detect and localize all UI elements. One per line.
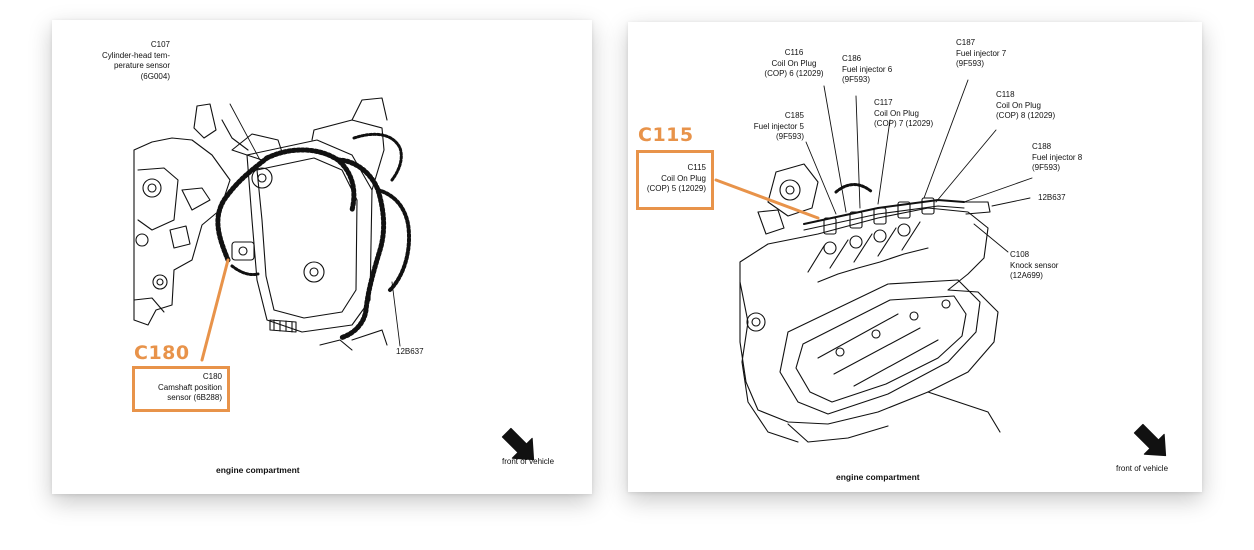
label-c185-id: C185 (784, 111, 804, 120)
callout-c180-heading: C180 (134, 342, 190, 364)
label-c180-id: C180 (202, 372, 222, 381)
engine-drawing-left (133, 97, 535, 461)
label-c115-line1: Coil On Plug (661, 173, 706, 183)
label-c115: C115 Coil On Plug (COP) 5 (12029) (640, 163, 706, 195)
label-c187: C187 Fuel injector 7 (9F593) (956, 38, 1006, 70)
label-c116-line2: (COP) 6 (12029) (764, 69, 824, 78)
label-c186-line1: Fuel injector 6 (842, 64, 893, 74)
label-c116-id: C116 (784, 48, 804, 57)
label-c118: C118 Coil On Plug (COP) 8 (12029) (996, 90, 1055, 122)
label-c187-id: C187 (956, 38, 976, 47)
label-c185-line2: (9F593) (775, 132, 804, 141)
label-c117-id: C117 (874, 98, 893, 107)
label-c107-line1: Cylinder-head tem- (101, 50, 170, 60)
label-c185-line1: Fuel injector 5 (753, 121, 804, 131)
label-c180-line1: Camshaft position (157, 382, 222, 392)
label-c186-id: C186 (842, 54, 862, 63)
label-c187-line2: (9F593) (956, 59, 985, 68)
label-c108-line2: (12A699) (1010, 271, 1043, 280)
label-c116-line1: Coil On Plug (771, 58, 817, 68)
label-c186-line2: (9F593) (842, 75, 871, 84)
label-c188: C188 Fuel injector 8 (9F593) (1032, 142, 1082, 174)
label-c107-line3: (6G004) (140, 71, 170, 81)
label-c107: C107 Cylinder-head tem- perature sensor … (88, 40, 170, 82)
label-c108-id: C108 (1010, 250, 1030, 259)
label-c116: C116 Coil On Plug (COP) 6 (12029) (752, 48, 836, 80)
label-c188-id: C188 (1032, 142, 1052, 151)
front-of-vehicle-right: front of vehicle (1116, 464, 1169, 473)
label-c185: C185 Fuel injector 5 (9F593) (736, 111, 804, 143)
label-c187-line1: Fuel injector 7 (956, 48, 1007, 58)
label-c115-line2: (COP) 5 (12029) (646, 184, 706, 193)
label-c188-line1: Fuel injector 8 (1032, 152, 1083, 162)
label-c118-id: C118 (996, 90, 1015, 99)
label-c117: C117 Coil On Plug (COP) 7 (12029) (874, 98, 933, 130)
callout-c180-box (132, 366, 230, 412)
label-12b637-left: 12B637 (396, 347, 424, 356)
label-c115-id: C115 (687, 163, 706, 172)
label-c186: C186 Fuel injector 6 (9F593) (842, 54, 892, 86)
label-c117-line2: (COP) 7 (12029) (874, 119, 934, 128)
diagram-sheet-left: C107 Cylinder-head tem- perature sensor … (52, 20, 592, 494)
callout-c115-box (636, 150, 714, 210)
label-12b637-right: 12B637 (1038, 193, 1066, 202)
label-c108-line1: Knock sensor (1010, 260, 1059, 270)
label-c117-line1: Coil On Plug (874, 108, 919, 118)
label-c180-line2: sensor (6B288) (167, 393, 222, 402)
caption-engine-compartment-right: engine compartment (836, 472, 920, 482)
front-of-vehicle-left: front of vehicle (502, 457, 555, 466)
engine-drawing-right (714, 79, 1167, 457)
label-c108: C108 Knock sensor (12A699) (1010, 250, 1058, 282)
label-c118-line1: Coil On Plug (996, 100, 1041, 110)
label-c188-line2: (9F593) (1032, 163, 1061, 172)
label-c180: C180 Camshaft position sensor (6B288) (136, 372, 222, 404)
callout-c115-heading: C115 (638, 124, 694, 146)
label-c118-line2: (COP) 8 (12029) (996, 111, 1056, 120)
label-c107-id: C107 (150, 40, 170, 49)
label-c107-line2: perature sensor (113, 61, 170, 70)
caption-engine-compartment-left: engine compartment (216, 465, 300, 475)
diagram-sheet-right: C116 Coil On Plug (COP) 6 (12029) C186 F… (628, 22, 1202, 492)
